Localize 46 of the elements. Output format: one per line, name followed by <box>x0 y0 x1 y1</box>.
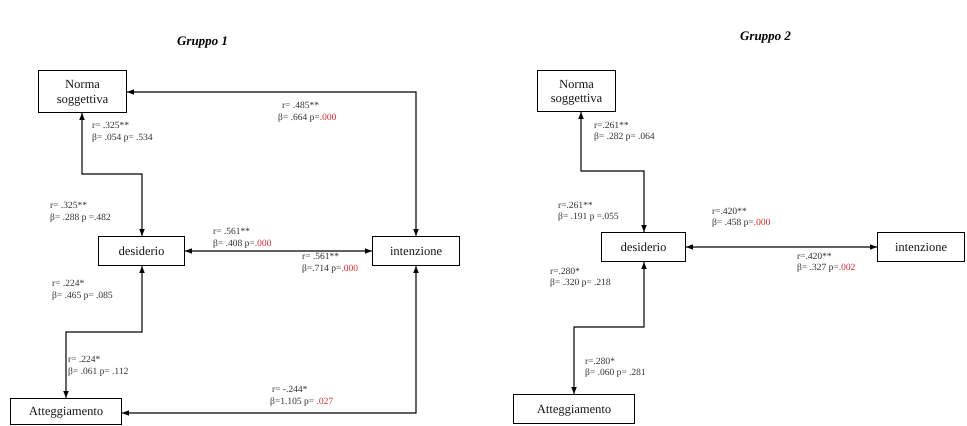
double-headed-arrow <box>185 248 372 254</box>
double-headed-arrow <box>63 266 145 398</box>
coefficient-label: β= .408 p=.000 <box>213 240 272 250</box>
coefficient-label: r= .561** <box>213 228 250 238</box>
coefficient-label: r=.261** <box>558 202 593 212</box>
group-title: Gruppo 1 <box>177 33 228 49</box>
coefficient-label: β= .191 p =.055 <box>558 213 619 222</box>
coefficient-label: β=1.105 p= .027 <box>270 398 334 408</box>
coefficient-label: β= .664 p=.000 <box>278 114 336 124</box>
coefficient-label: r= .224* <box>68 356 100 366</box>
variable-box: Atteggiamento <box>513 394 635 424</box>
coefficient-label: β= .288 p =.482 <box>50 214 111 224</box>
variable-box: desiderio <box>601 232 686 262</box>
coefficient-label: r= .325** <box>50 202 88 212</box>
variable-box: intenzione <box>877 232 965 262</box>
coefficient-label: r=.280* <box>585 358 615 368</box>
coefficient-label: r= .561** <box>302 253 340 262</box>
coefficient-label: r= -.244* <box>272 386 308 396</box>
double-headed-arrow <box>79 113 145 236</box>
coefficient-label: r=.261** <box>594 122 629 132</box>
coefficient-label: r=.420** <box>797 253 832 262</box>
coefficient-label: β= .282 p= .064 <box>594 133 655 142</box>
coefficient-label: β=.714 p=.000 <box>302 265 358 274</box>
double-headed-arrow <box>686 244 877 250</box>
double-headed-arrow <box>571 262 647 394</box>
variable-box: Norma soggettiva <box>38 70 127 113</box>
coefficient-label: r= .485** <box>282 102 320 112</box>
double-headed-arrow <box>127 89 419 236</box>
double-headed-arrow <box>578 112 647 232</box>
coefficient-label: r=.280* <box>550 268 580 278</box>
coefficient-label: r=.420** <box>712 208 747 218</box>
coefficient-label: r= .224* <box>52 280 84 290</box>
coefficient-label: r= .325** <box>92 122 130 132</box>
variable-box: Norma soggettiva <box>537 70 616 112</box>
coefficient-label: β= .061 p= .112 <box>68 368 128 378</box>
coefficient-label: β= .054 p= .534 <box>92 134 153 144</box>
variable-box: intenzione <box>372 236 460 266</box>
coefficient-label: β= .465 p= .085 <box>52 292 113 302</box>
coefficient-label: β= .458 p=.000 <box>712 219 770 228</box>
variable-box: desiderio <box>98 236 185 266</box>
coefficient-label: β= .327 p=.002 <box>797 264 856 274</box>
coefficient-label: β= .060 p= .281 <box>585 369 646 378</box>
group-title: Gruppo 2 <box>740 28 791 44</box>
coefficient-label: β= .320 p= .218 <box>550 279 611 288</box>
double-headed-arrow <box>122 266 419 416</box>
variable-box: Atteggiamento <box>10 398 122 425</box>
